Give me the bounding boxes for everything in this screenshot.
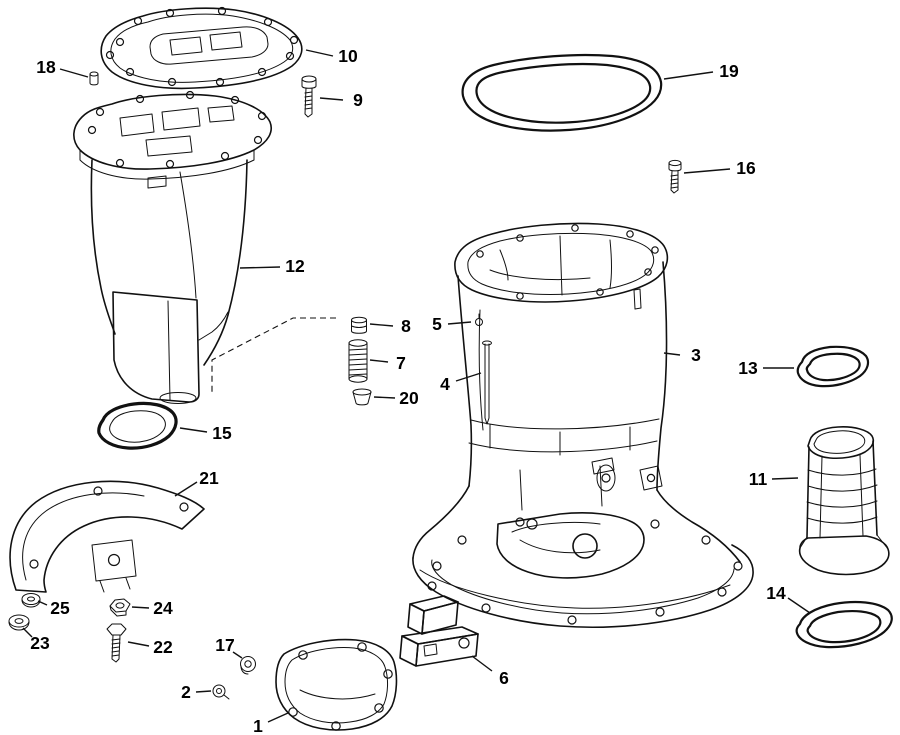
exhaust-cover-plate bbox=[100, 6, 303, 90]
leader-line-14 bbox=[787, 597, 811, 614]
callout-11: 11 bbox=[749, 469, 768, 489]
callout-14: 14 bbox=[766, 583, 786, 603]
flat-washer-23 bbox=[8, 614, 30, 631]
seal-ring-13 bbox=[796, 345, 870, 388]
leader-line-4 bbox=[455, 372, 482, 382]
callout-1: 1 bbox=[253, 716, 263, 735]
water-tube-rod bbox=[482, 340, 492, 425]
leader-line-5 bbox=[447, 321, 472, 325]
bolt-22 bbox=[106, 623, 127, 663]
callout-7: 7 bbox=[396, 353, 406, 373]
callout-3: 3 bbox=[691, 345, 701, 365]
leader-line-18 bbox=[59, 68, 89, 78]
callout-16: 16 bbox=[736, 158, 756, 178]
callout-21: 21 bbox=[199, 468, 219, 488]
housing-gasket-ring bbox=[461, 53, 663, 132]
splash-plate bbox=[9, 480, 205, 593]
callout-24: 24 bbox=[153, 598, 173, 618]
callout-15: 15 bbox=[212, 423, 232, 443]
leader-line-9 bbox=[319, 97, 344, 101]
leader-line-3 bbox=[663, 352, 681, 356]
clip-fitting bbox=[475, 313, 483, 326]
gasket-ring-14 bbox=[795, 600, 893, 649]
callout-2: 2 bbox=[181, 682, 191, 702]
leader-line-21 bbox=[174, 481, 198, 497]
leader-line-15 bbox=[179, 427, 208, 433]
leader-line-17 bbox=[232, 651, 243, 659]
callout-6: 6 bbox=[499, 668, 509, 688]
callout-12: 12 bbox=[285, 256, 305, 276]
leader-line-7 bbox=[369, 359, 389, 363]
leader-line-16 bbox=[683, 168, 731, 174]
leader-line-8 bbox=[369, 323, 394, 327]
leader-line-20 bbox=[373, 396, 396, 399]
dowel-pin bbox=[89, 71, 99, 86]
callout-23: 23 bbox=[30, 633, 50, 653]
leader-line-6 bbox=[471, 655, 493, 672]
mount-bracket bbox=[399, 595, 479, 667]
leader-line-24 bbox=[131, 606, 150, 609]
callout-4: 4 bbox=[440, 374, 450, 394]
grommet bbox=[240, 656, 256, 675]
screw-2 bbox=[212, 684, 230, 700]
leader-line-10 bbox=[305, 49, 334, 57]
lower-cover-plate bbox=[275, 638, 398, 731]
callout-9: 9 bbox=[353, 90, 363, 110]
bolt-16 bbox=[668, 159, 682, 194]
leader-line-11 bbox=[771, 477, 799, 480]
callout-19: 19 bbox=[719, 61, 739, 81]
callout-18: 18 bbox=[36, 57, 56, 77]
leader-line-19 bbox=[663, 71, 714, 80]
exhaust-extension-tube bbox=[798, 426, 890, 576]
flat-washer-25 bbox=[21, 593, 41, 608]
callout-layer: 18 10 9 19 16 12 8 5 7 3 13 4 20 15 21 11 25 24 14 23 22 17 2 6… bbox=[22, 46, 811, 735]
leader-line-2 bbox=[195, 690, 212, 693]
leader-line-23 bbox=[22, 627, 33, 638]
callout-17: 17 bbox=[215, 635, 234, 655]
bolt-9 bbox=[301, 75, 317, 118]
callout-25: 25 bbox=[50, 598, 70, 618]
callout-5: 5 bbox=[432, 314, 442, 334]
callout-13: 13 bbox=[738, 358, 758, 378]
callout-20: 20 bbox=[399, 388, 419, 408]
leader-line-22 bbox=[127, 641, 150, 647]
leader-line-25 bbox=[37, 600, 48, 606]
leader-line-1 bbox=[267, 712, 289, 723]
callout-22: 22 bbox=[153, 637, 173, 657]
adapter-seal-ring bbox=[97, 401, 178, 450]
driveshaft-housing bbox=[412, 222, 754, 628]
leader-line-12 bbox=[239, 266, 281, 269]
tube-assembly bbox=[211, 316, 372, 406]
hex-nut bbox=[109, 598, 131, 617]
callout-8: 8 bbox=[401, 316, 411, 336]
callout-10: 10 bbox=[338, 46, 358, 66]
exhaust-adapter-housing bbox=[73, 90, 272, 404]
